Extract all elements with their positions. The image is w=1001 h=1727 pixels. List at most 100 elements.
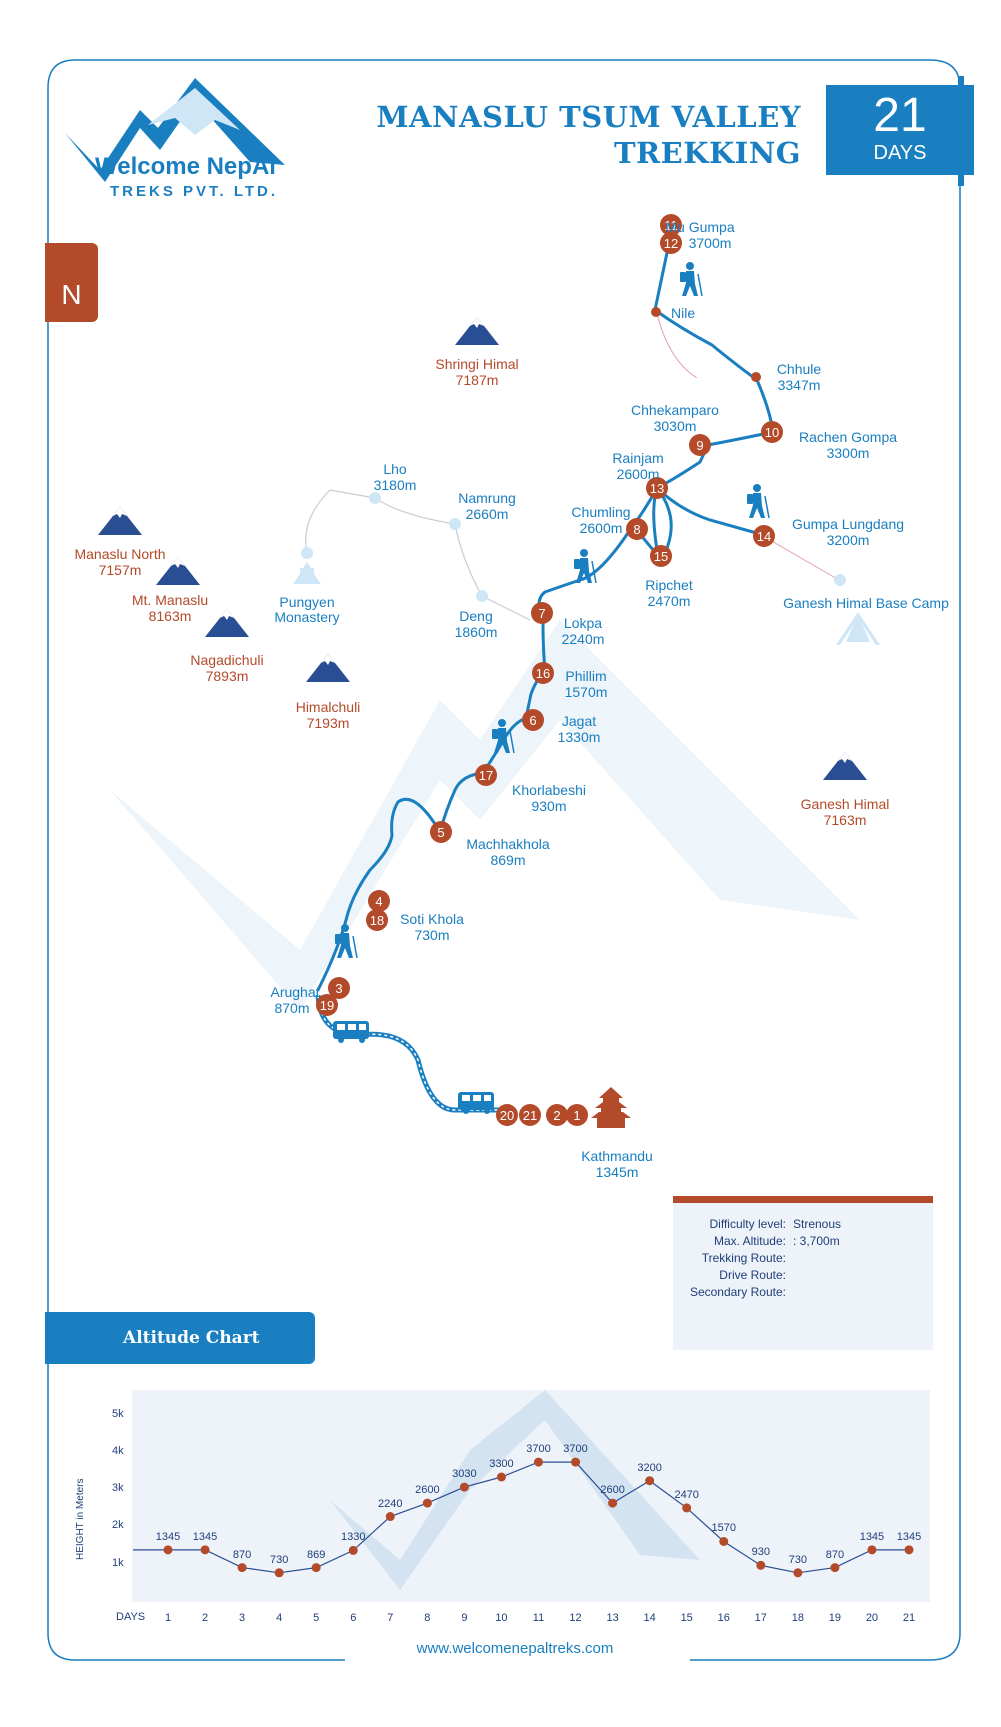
altitude-point: [422, 1498, 432, 1508]
altitude-point: [311, 1563, 321, 1573]
day-marker-number: 5: [437, 825, 444, 840]
day-tick-label: 6: [350, 1612, 357, 1624]
day-tick-label: 13: [606, 1612, 619, 1624]
day-marker: 21: [519, 1104, 541, 1126]
altitude-point: [459, 1482, 469, 1492]
day-marker-number: 15: [654, 549, 668, 564]
stop-dot: [751, 372, 761, 382]
trekker-icon: [574, 549, 597, 584]
day-marker: 12: [660, 232, 682, 254]
altitude-value-label: 1345: [896, 1530, 922, 1543]
peak-altitude: 7157m: [98, 562, 142, 578]
legend-max-alt-label: Max. Altitude:: [713, 1234, 786, 1248]
day-tick-label: 8: [424, 1612, 431, 1624]
peak-name: Mt. Manaslu: [131, 592, 209, 608]
day-marker-number: 6: [529, 713, 536, 728]
altitude-point: [200, 1545, 210, 1555]
altitude-value-label: 3200: [637, 1461, 662, 1474]
mountain-icon: [205, 609, 249, 637]
altitude-value-label: 1345: [155, 1530, 181, 1543]
page-border: [47, 59, 961, 1661]
altitude-value-label: 2600: [415, 1484, 440, 1497]
stop-altitude: 3300m: [826, 445, 870, 461]
altitude-value-label: 3700: [563, 1443, 588, 1456]
legend-difficulty-value: Strenous: [793, 1217, 842, 1231]
altitude-value-label: 870: [825, 1548, 845, 1561]
day-marker: 9: [689, 434, 711, 456]
altitude-value-label: 2240: [378, 1497, 403, 1510]
mountain-icon: [455, 317, 499, 345]
stop-altitude: 1330m: [557, 729, 601, 745]
altitude-chart-tab: Altitude Chart: [45, 1312, 315, 1364]
day-tick-label: 1: [164, 1612, 172, 1624]
stop-altitude: 1345m: [595, 1164, 639, 1180]
trekker-icon: [680, 262, 703, 297]
day-marker-number: 17: [479, 768, 493, 783]
trek-title-line-2: TREKKING: [613, 136, 801, 170]
legend-secondary-label: Secondary Route:: [689, 1285, 786, 1299]
watermark-mountain: [110, 620, 860, 1010]
legend-drive-label: Drive Route:: [719, 1268, 786, 1282]
chart-ytick: 3k: [112, 1482, 124, 1495]
altitude-point: [756, 1560, 766, 1570]
altitude-point: [496, 1472, 506, 1482]
peak-name: Nagadichuli: [190, 652, 264, 668]
side-place-name: Deng: [459, 608, 493, 624]
altitude-point: [348, 1545, 358, 1555]
stop-name: Ripchet: [645, 577, 693, 593]
altitude-value-label: 1345: [192, 1530, 218, 1543]
day-marker: 1: [566, 1104, 588, 1126]
duration-badge: 21 DAYS: [826, 85, 974, 175]
peak-name: Himalchuli: [295, 699, 361, 715]
peak-name: Manaslu North: [74, 546, 166, 562]
day-marker-number: 7: [538, 606, 545, 621]
north-indicator: N: [45, 243, 98, 322]
day-marker-number: 19: [320, 998, 334, 1013]
chart-ytick: 1k: [112, 1556, 124, 1569]
peak-altitude: 7163m: [823, 812, 867, 828]
website-link[interactable]: www.welcomenepaltreks.com: [416, 1640, 614, 1657]
day-marker: 4: [368, 890, 390, 912]
day-marker-number: 8: [633, 522, 640, 537]
day-tick-label: 14: [643, 1612, 656, 1624]
stop-name: Rainjam: [612, 450, 664, 466]
side-place-altitude: 2660m: [465, 506, 509, 522]
day-marker: 2: [546, 1104, 568, 1126]
altitude-point: [719, 1536, 729, 1546]
day-marker: 6: [522, 709, 544, 731]
altitude-value-label: 1570: [711, 1522, 736, 1535]
legend-trekking-label: Trekking Route:: [701, 1251, 786, 1265]
stop-name: Phillim: [565, 668, 607, 684]
trekker-icon: [747, 484, 770, 519]
stop-name: Soti Khola: [400, 911, 464, 927]
stop-altitude: 2600m: [616, 466, 660, 482]
altitude-point: [867, 1545, 877, 1555]
day-marker-number: 20: [500, 1108, 514, 1123]
trek-title-line-1: MANASLU TSUM VALLEY: [376, 100, 801, 134]
day-tick-label: 20: [865, 1612, 879, 1624]
stop-name: Lokpa: [563, 615, 603, 631]
day-marker-number: 11: [664, 218, 678, 233]
chart-ytick: 4k: [112, 1444, 124, 1457]
day-tick-label: 17: [754, 1612, 767, 1624]
duration-number: 21: [873, 89, 927, 142]
stop-altitude: 3700m: [688, 235, 732, 251]
day-tick-label: 10: [495, 1612, 508, 1624]
chart-xlabel: DAYS: [116, 1611, 146, 1623]
stop-name: Jagat: [561, 713, 597, 729]
stop-altitude: 3200m: [826, 532, 870, 548]
day-marker-number: 18: [370, 913, 384, 928]
duration-unit: DAYS: [873, 142, 927, 164]
stop-name: Kathmandu: [581, 1148, 653, 1164]
altitude-value-label: 730: [788, 1553, 808, 1566]
day-marker: 8: [626, 518, 648, 540]
stop-name: Mu Gumpa: [665, 219, 735, 235]
day-tick-label: 12: [569, 1612, 582, 1624]
day-marker: 14: [753, 525, 775, 547]
day-marker: 19: [316, 994, 338, 1016]
altitude-value-label: 930: [751, 1546, 770, 1559]
stop-altitude: 870m: [274, 1000, 310, 1016]
stop-altitude: 2240m: [561, 631, 605, 647]
peak-altitude: 8163m: [148, 608, 192, 624]
day-marker: 17: [475, 764, 497, 786]
